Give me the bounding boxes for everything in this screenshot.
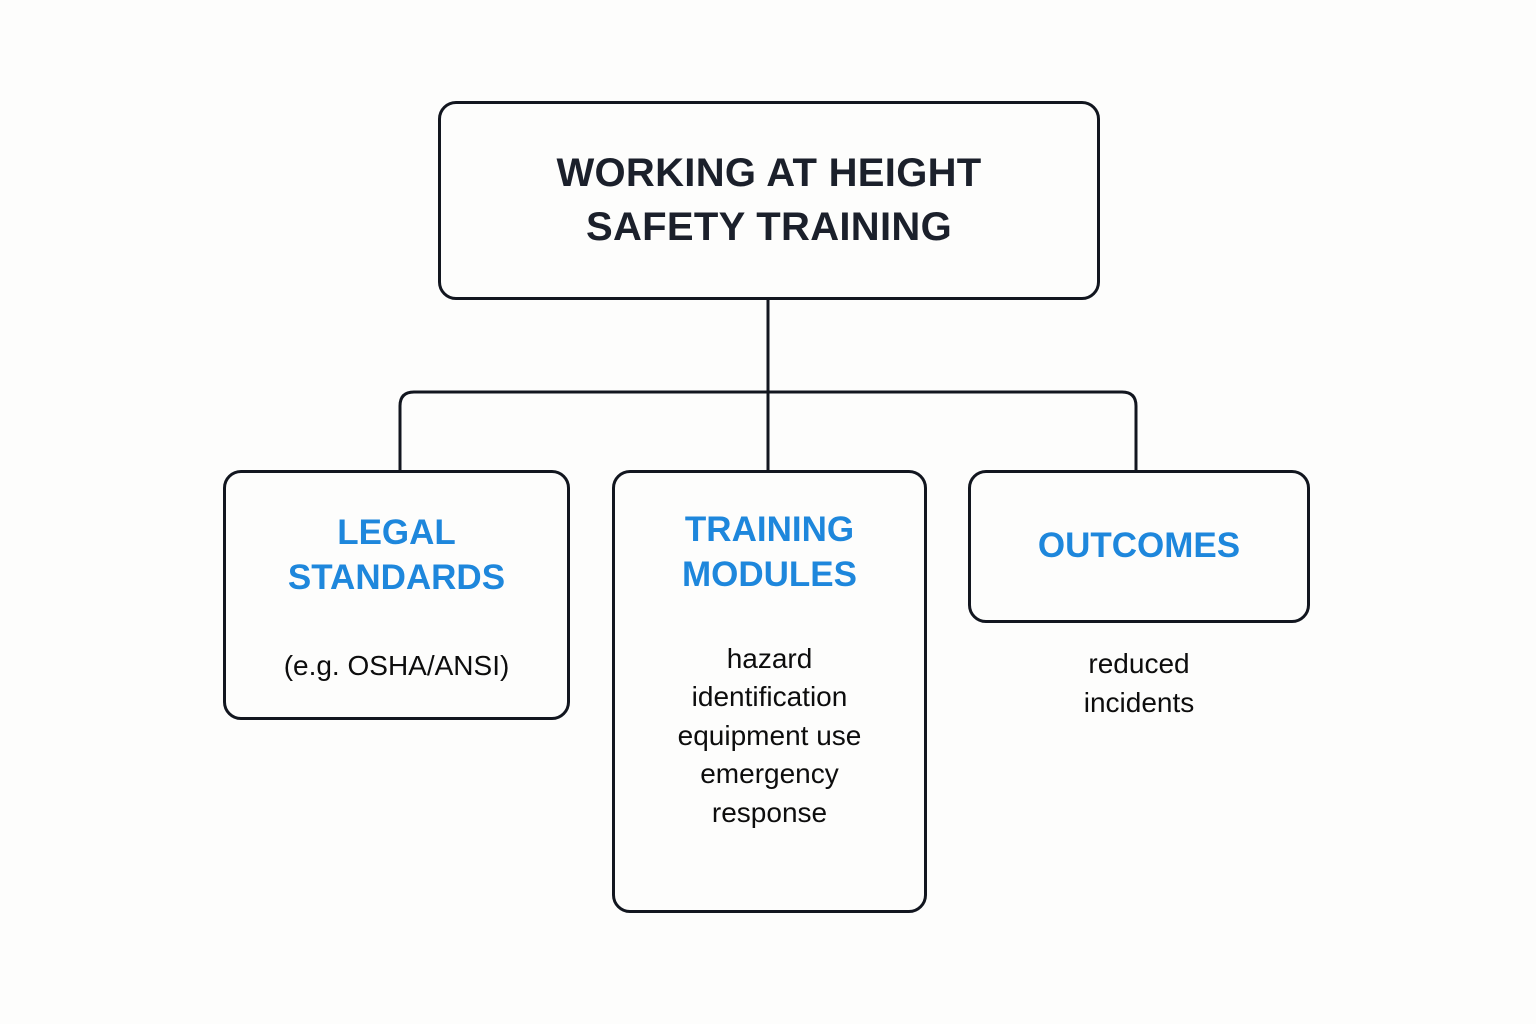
branch-body-training-modules: hazard identification equipment use emer…	[677, 642, 862, 829]
branch-body-outcomes: reduced incidents	[1083, 648, 1195, 718]
branch-body-legal-standards: (e.g. OSHA/ANSI)	[283, 649, 510, 681]
branch-heading-outcomes: OUTCOMES	[1037, 526, 1241, 566]
branch-heading-legal-standards: LEGAL STANDARDS	[287, 513, 506, 597]
branch-node-legal-standards[interactable]: LEGAL STANDARDS (e.g. OSHA/ANSI)	[223, 470, 570, 720]
branch-heading-training-modules: TRAINING MODULES	[682, 510, 857, 594]
root-node-title: WORKING AT HEIGHT SAFETY TRAINING	[556, 151, 982, 249]
root-node-working-at-height[interactable]: WORKING AT HEIGHT SAFETY TRAINING	[438, 101, 1100, 300]
branch-node-outcomes[interactable]: OUTCOMES	[968, 470, 1310, 623]
branch-node-training-modules[interactable]: TRAINING MODULES hazard identification e…	[612, 470, 927, 913]
